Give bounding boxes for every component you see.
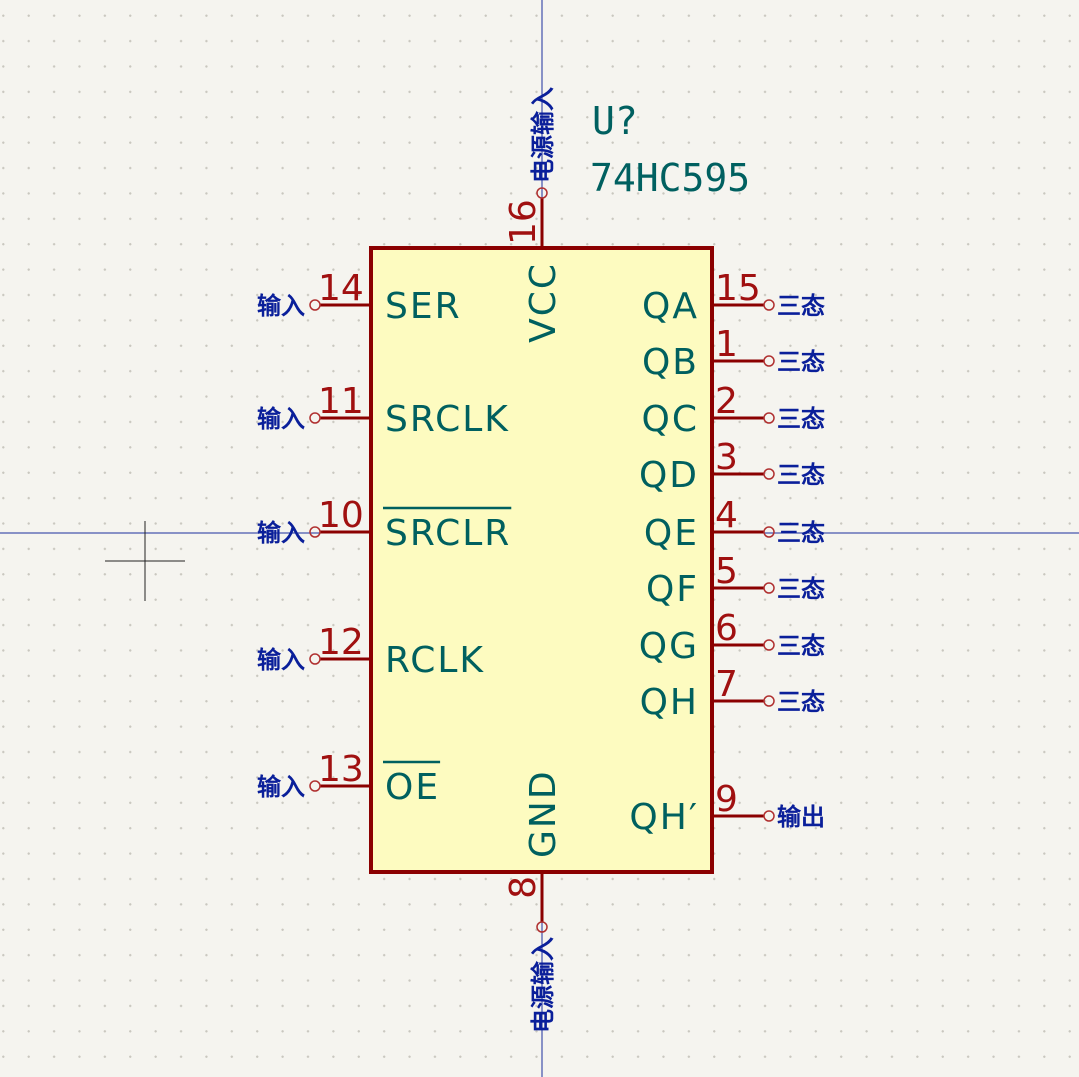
pin-qd-name: QD [639, 455, 699, 496]
pin-qb-endpoint [763, 355, 775, 367]
pin-qb-number: 1 [715, 324, 738, 365]
pin-qf-name: QF [646, 569, 699, 610]
component-body[interactable] [369, 246, 714, 874]
pin-qg-number: 6 [715, 608, 738, 649]
pin-qh-endpoint [763, 810, 775, 822]
pin-rclk-number: 12 [318, 622, 364, 663]
pin-ser-name: SER [385, 286, 462, 327]
pin-qh-name: QH [640, 682, 699, 723]
pin-qf-type: 三态 [777, 575, 825, 603]
pin-vcc-type: 电源输入 [529, 87, 557, 183]
pin-qc-number: 2 [715, 381, 738, 422]
pin-gnd-endpoint [536, 921, 548, 933]
pin-qd-type: 三态 [777, 461, 825, 489]
pin-gnd-number: 8 [503, 876, 544, 899]
pin-srclr-name: SRCLR [385, 513, 511, 554]
pin-qa-endpoint [763, 299, 775, 311]
pin-rclk-type: 输入 [257, 646, 305, 674]
pin-qc-name: QC [642, 399, 699, 440]
pin-vcc-number: 16 [503, 199, 544, 245]
pin-qe-type: 三态 [777, 519, 825, 547]
pin-srclr-type: 输入 [257, 519, 305, 547]
pin-rclk-endpoint [309, 653, 321, 665]
pin-qf-endpoint [763, 582, 775, 594]
pin-qg-endpoint [763, 639, 775, 651]
pin-rclk-name: RCLK [385, 640, 485, 681]
pin-oe-name: OE [385, 767, 440, 808]
pin-qa-number: 15 [715, 268, 761, 309]
pin-srclk-number: 11 [318, 381, 364, 422]
pin-qc-endpoint [763, 412, 775, 424]
pin-vcc-name: VCC [523, 262, 564, 343]
pin-qd-number: 3 [715, 437, 738, 478]
pin-srclk-type: 输入 [257, 405, 305, 433]
pin-qe-number: 4 [715, 495, 738, 536]
pin-qh-type: 三态 [777, 688, 825, 716]
pin-qg-type: 三态 [777, 632, 825, 660]
pin-qh-name: QH′ [629, 797, 699, 838]
pin-oe-type: 输入 [257, 773, 305, 801]
pin-qd-endpoint [763, 468, 775, 480]
pin-srclr-endpoint [309, 526, 321, 538]
pin-vcc-endpoint [536, 187, 548, 199]
pin-qe-name: QE [644, 513, 699, 554]
pin-qa-name: QA [642, 286, 699, 327]
pin-qh-type: 输出 [777, 803, 825, 831]
pin-qb-type: 三态 [777, 348, 825, 376]
pin-ser-number: 14 [318, 268, 364, 309]
pin-qg-name: QG [639, 626, 699, 667]
pin-srclk-name: SRCLK [385, 399, 510, 440]
pin-qh-number: 7 [715, 664, 738, 705]
pin-gnd-type: 电源输入 [529, 937, 557, 1033]
pin-qb-name: QB [642, 342, 699, 383]
pin-ser-endpoint [309, 299, 321, 311]
pin-oe-number: 13 [318, 749, 364, 790]
pin-srclr-number: 10 [318, 495, 364, 536]
pin-qa-type: 三态 [777, 292, 825, 320]
pin-qf-number: 5 [715, 551, 738, 592]
pin-srclk-endpoint [309, 412, 321, 424]
component-value[interactable]: 74HC595 [590, 156, 750, 200]
reference-designator[interactable]: U? [592, 99, 638, 143]
pin-oe-endpoint [309, 780, 321, 792]
pin-qc-type: 三态 [777, 405, 825, 433]
pin-qe-endpoint [763, 526, 775, 538]
pin-qh-endpoint [763, 695, 775, 707]
pin-gnd-name: GND [523, 769, 564, 858]
pin-ser-type: 输入 [257, 292, 305, 320]
pin-qh-number: 9 [715, 779, 738, 820]
